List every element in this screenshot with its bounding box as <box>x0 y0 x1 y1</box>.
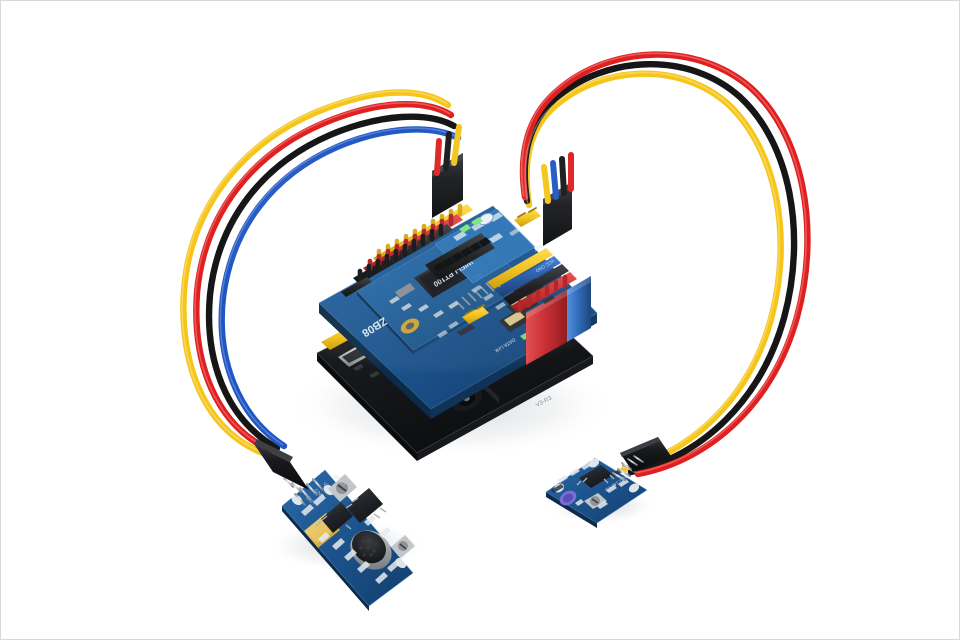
wire-right-yellow <box>523 70 784 473</box>
light-sensor-connector[interactable] <box>620 437 671 472</box>
sound-sensor-connector[interactable] <box>254 439 310 498</box>
op-amp-ic <box>339 488 387 523</box>
trim-potentiometer[interactable] <box>328 474 357 502</box>
trim-potentiometer-2[interactable] <box>391 535 415 558</box>
wire-bundle-left <box>180 89 462 457</box>
comparator-ic <box>315 502 353 533</box>
comparator-ic <box>576 465 615 488</box>
trim-potentiometer[interactable] <box>584 493 607 509</box>
sound-sensor-module <box>281 469 415 611</box>
wire-left-red <box>193 101 455 454</box>
wire-bundle-right <box>519 51 811 478</box>
wire-right-black <box>521 61 798 476</box>
wire-left-black <box>205 113 458 452</box>
electret-microphone <box>350 530 392 570</box>
wire-right-red <box>519 51 811 478</box>
wire-left-yellow <box>180 89 452 457</box>
photo-diode <box>559 490 577 506</box>
sound-sensor-pins[interactable] <box>294 478 324 506</box>
